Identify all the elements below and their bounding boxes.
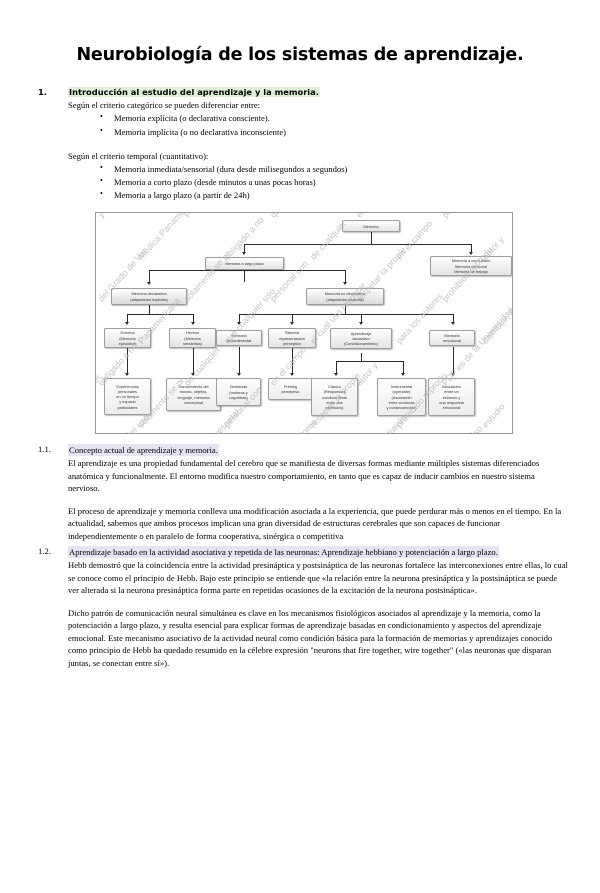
node-memoria-emocional: Memoria emocional [429, 330, 475, 347]
node-condicionamiento-clasico: Clásico (Respuestas condicionadas entre … [311, 378, 358, 417]
node-memoria: Memoria [342, 220, 400, 233]
section-title-1-2: Aprendizaje basado en la actividad asoci… [68, 546, 499, 559]
node-experiencias-personales: Experiencias personales en un tiempo y e… [104, 378, 151, 416]
watermark-text: en el campo [394, 218, 435, 262]
watermark-text: sin el permiso [440, 424, 485, 433]
watermark-text: del Grado de Ver [96, 372, 103, 430]
watermark-text: que cualquier uso [96, 412, 151, 433]
paragraph-1-1-a: El aprendizaje es una propiedad fundamen… [68, 458, 540, 494]
node-memoria-procedimental: Memoria procedimental [216, 330, 262, 347]
spacer [0, 495, 600, 504]
section-heading-1: 1. Introducción al estudio del aprendiza… [0, 87, 600, 97]
node-memoria-corto-plazo: Memoria a corto plazo Memoria sensorial … [430, 256, 512, 277]
watermark-text: el cual uso respetar [354, 213, 414, 220]
node-priming-perceptivo: Priming perceptivo [268, 378, 313, 401]
paragraph-1-1-b: El proceso de aprendizaje y memoria conl… [68, 505, 562, 541]
list-item: Memoria a largo plazo (a partir de 24h) [100, 188, 600, 202]
list-item: Memoria a corto plazo (desde minutos a u… [100, 175, 600, 189]
node-eventos: Eventos (Memoria episódica) [104, 328, 151, 349]
spacer [0, 139, 600, 148]
watermark-text: para los autores [268, 417, 319, 433]
node-asociacion-emocional: Asociación entre un estímulo y una respu… [428, 378, 475, 417]
node-memoria-no-declarativa: Memoria no declarativa (adquisición impl… [306, 288, 384, 306]
node-memoria-declarativa: Memoria declarativa (adquisición explíci… [111, 288, 187, 306]
memory-taxonomy-diagram: Memoria Memoria a largo plazo Memoria a … [95, 212, 513, 435]
intro-bullets-1: Memoria explícita (o declarativa conscie… [0, 111, 600, 139]
page-title: Neurobiología de los sistemas de aprendi… [76, 45, 524, 65]
section-heading-1-2: 1.2. Aprendizaje basado en la actividad … [0, 546, 600, 559]
watermark-text: distribuir, a través [480, 287, 512, 346]
list-item: Memoria implícita (o no declarativa inco… [100, 125, 600, 139]
node-aprendizaje-asociativo: Aprendizaje asociativo (Condicionamiento… [330, 328, 392, 350]
watermark-text: para los autores [440, 213, 491, 220]
spacer [0, 597, 600, 606]
node-hechos: Hechos (Memoria semántica) [169, 328, 216, 349]
section-title-1-1: Concepto actual de aprendizaje y memoria… [68, 444, 219, 457]
watermark-text: Panamericana [182, 213, 228, 220]
intro-lead-1: Según el criterio categórico se pueden d… [68, 100, 261, 110]
document-page: Neurobiología de los sistemas de aprendi… [0, 45, 600, 893]
list-item: Memoria explícita (o declarativa conscie… [100, 111, 600, 125]
node-sistema-representacion-perceptivo: Sistema representación perceptivo [268, 328, 316, 349]
section-heading-1-1: 1.1. Concepto actual de aprendizaje y me… [0, 444, 600, 457]
watermark-text: y del editor. [96, 213, 134, 220]
watermark-text: estudio [480, 401, 507, 430]
node-destrezas: Destrezas (motoras y cognitivas) [216, 378, 261, 407]
intro-bullets-2: Memoria inmediata/sensorial (dura desde … [0, 162, 600, 202]
section-title-1: Introducción al estudio del aprendizaje … [68, 87, 320, 97]
paragraph-1-2-b: Dicho patrón de comunicación neural simu… [68, 607, 553, 668]
node-condicionamiento-instrumental: Instrumental (operante) (Asociación entr… [377, 378, 426, 417]
paragraph-1-2-a: Hebb demostró que la coincidencia entre … [68, 560, 568, 596]
node-memoria-largo-plazo: Memoria a largo plazo [205, 257, 284, 271]
section-number-1-2: 1.2. [38, 546, 51, 557]
watermark-text: que cualquier uso [268, 213, 323, 220]
section-number-1-1: 1.1. [38, 444, 51, 455]
node-conocimiento-mundo: Conocimiento del mundo, objetos, lenguaj… [166, 378, 221, 412]
list-item: Memoria inmediata/sensorial (dura desde … [100, 162, 600, 176]
section-number-1: 1. [38, 87, 47, 97]
watermark-text: Médica Panamericana [136, 213, 204, 262]
intro-lead-2: Según el criterio temporal (cuantitativo… [68, 150, 209, 161]
